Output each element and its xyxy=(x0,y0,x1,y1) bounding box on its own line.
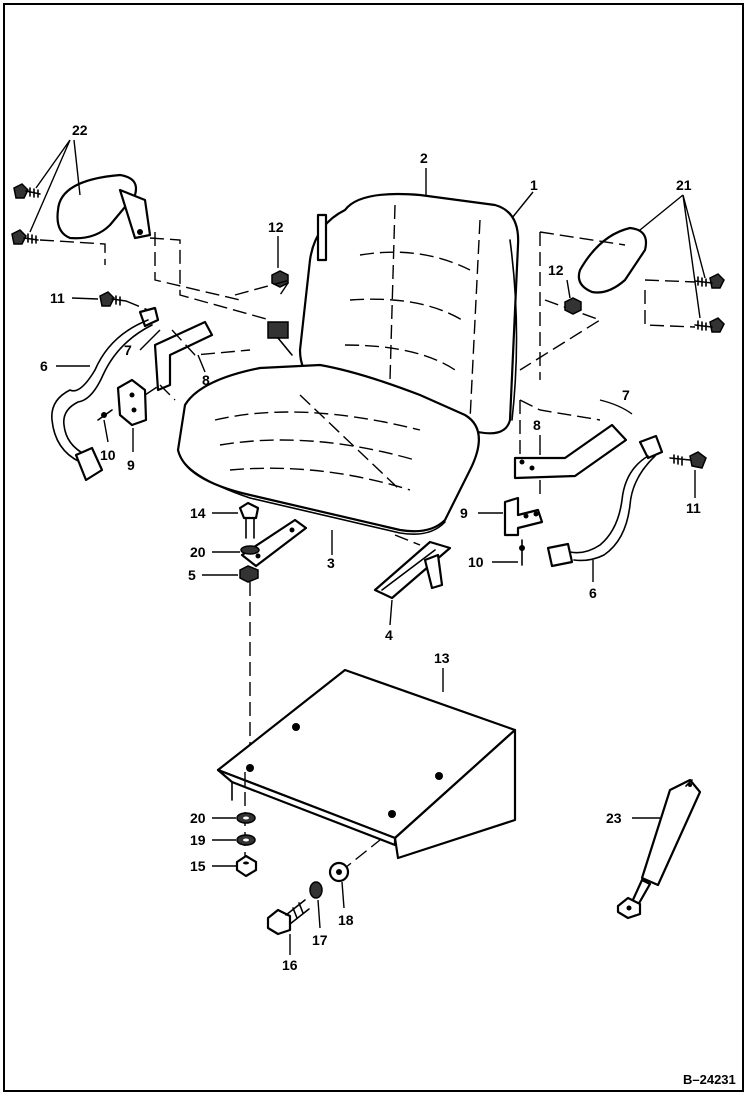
armrest-left xyxy=(56,173,152,240)
leader-17 xyxy=(317,899,321,929)
callout-18: 18 xyxy=(338,912,354,928)
callout-9-left: 9 xyxy=(127,457,135,473)
leader-22 xyxy=(29,139,81,233)
callout-23: 23 xyxy=(606,810,622,826)
nut-5 xyxy=(239,565,259,583)
seat-belt-left xyxy=(51,306,160,482)
callout-1: 1 xyxy=(530,177,538,193)
callout-10-right: 10 xyxy=(468,554,484,570)
callout-14: 14 xyxy=(190,505,206,521)
seat-belt-right xyxy=(546,434,664,568)
callout-2: 2 xyxy=(420,150,428,166)
callout-5: 5 xyxy=(188,567,196,583)
callout-9-right: 9 xyxy=(460,505,468,521)
leader-18 xyxy=(341,881,345,909)
seat-cushion xyxy=(176,363,480,533)
screw-21-lower xyxy=(694,317,725,333)
callout-15: 15 xyxy=(190,858,206,874)
callout-12-right: 12 xyxy=(548,262,564,278)
callout-20-top: 20 xyxy=(190,544,206,560)
washer-18 xyxy=(328,861,350,883)
leader-8-left xyxy=(197,354,206,373)
lockwasher-17 xyxy=(309,881,323,899)
callout-6-right: 6 xyxy=(589,585,597,601)
diagram-border xyxy=(3,3,744,1092)
seat-base-pan xyxy=(216,668,517,860)
callout-10-left: 10 xyxy=(100,447,116,463)
bolt-16 xyxy=(266,899,310,936)
screw-21-upper xyxy=(694,273,725,289)
screw-22-upper xyxy=(13,183,41,199)
bracket-8-right xyxy=(513,423,628,480)
callout-11-right: 11 xyxy=(686,500,701,516)
leader-21 xyxy=(639,194,706,319)
bracket-9-right xyxy=(503,496,544,537)
bracket-9-left xyxy=(116,378,148,427)
callout-12-left: 12 xyxy=(268,219,284,235)
callout-11-left: 11 xyxy=(50,290,65,306)
callout-13: 13 xyxy=(434,650,450,666)
bracket-8-left xyxy=(153,320,214,392)
gas-spring xyxy=(616,778,702,920)
callout-7-right: 7 xyxy=(622,387,630,403)
screw-22-lower xyxy=(11,229,39,245)
callout-16: 16 xyxy=(282,957,298,973)
nut-12-right xyxy=(564,297,582,315)
nut-15 xyxy=(235,854,258,878)
callout-17: 17 xyxy=(312,932,328,948)
washer-20-bottom xyxy=(236,812,256,824)
armrest-right xyxy=(577,226,648,294)
leader-1 xyxy=(511,191,534,219)
callout-20-bottom: 20 xyxy=(190,810,206,826)
lockwasher-19 xyxy=(236,834,256,846)
callout-22: 22 xyxy=(72,122,88,138)
bolt-14 xyxy=(238,501,260,539)
leader-12-right xyxy=(566,279,571,299)
screw-10-left xyxy=(97,409,113,421)
leader-4 xyxy=(389,599,393,626)
leader-7-right xyxy=(599,399,633,415)
slide-rail-right xyxy=(373,540,452,600)
slide-rail-left xyxy=(240,518,308,568)
callout-8-left: 8 xyxy=(202,372,210,388)
seat-assembly xyxy=(176,192,520,535)
leader-7-left xyxy=(139,329,161,351)
callout-21: 21 xyxy=(676,177,692,193)
callout-7-left: 7 xyxy=(124,342,132,358)
callout-4: 4 xyxy=(385,627,393,643)
callout-8-right: 8 xyxy=(533,417,541,433)
bolt-11-right xyxy=(669,451,707,469)
bolt-11-left xyxy=(99,291,127,307)
leader-11-left xyxy=(71,297,99,300)
callout-6-left: 6 xyxy=(40,358,48,374)
callout-19: 19 xyxy=(190,832,206,848)
callout-3: 3 xyxy=(327,555,335,571)
leader-10-left xyxy=(103,419,109,443)
washer-20-top xyxy=(240,545,260,555)
drawing-reference: B–24231 xyxy=(683,1072,736,1087)
screw-10-right xyxy=(519,539,525,566)
